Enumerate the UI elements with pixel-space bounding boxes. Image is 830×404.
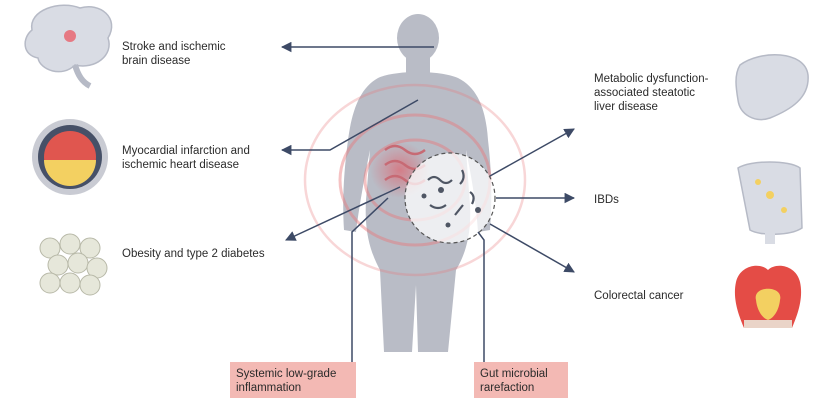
liver-icon xyxy=(735,54,809,121)
label-myocardial: Myocardial infarction and ischemic heart… xyxy=(122,145,250,171)
microbiome-magnifier-icon xyxy=(404,152,496,244)
connector-arrows xyxy=(280,41,576,362)
box-systemic-inflammation: Systemic low-grade inflammation xyxy=(230,362,356,398)
arrow-crc xyxy=(489,223,575,273)
label-ibd: IBDs xyxy=(594,194,619,206)
label-crc: Colorectal cancer xyxy=(594,290,684,302)
arrow-obesity xyxy=(285,186,401,241)
colorectal-tumor-icon xyxy=(734,265,802,328)
arrow-mafld xyxy=(489,128,575,177)
fat-cells-icon xyxy=(39,233,108,296)
arrow-myocardial xyxy=(280,99,419,156)
brain-icon xyxy=(24,4,113,89)
box-gut-microbial-rarefaction: Gut microbial rarefaction xyxy=(474,362,568,398)
heart-cross-section-icon xyxy=(32,119,108,195)
connector-inflammation xyxy=(351,197,389,362)
connector-rarefaction xyxy=(477,231,485,362)
label-stroke: Stroke and ischemic brain disease xyxy=(122,41,226,67)
label-obesity: Obesity and type 2 diabetes xyxy=(122,248,265,260)
intestine-icon xyxy=(737,161,803,244)
label-mafld: Metabolic dysfunction- associated steato… xyxy=(594,73,709,113)
